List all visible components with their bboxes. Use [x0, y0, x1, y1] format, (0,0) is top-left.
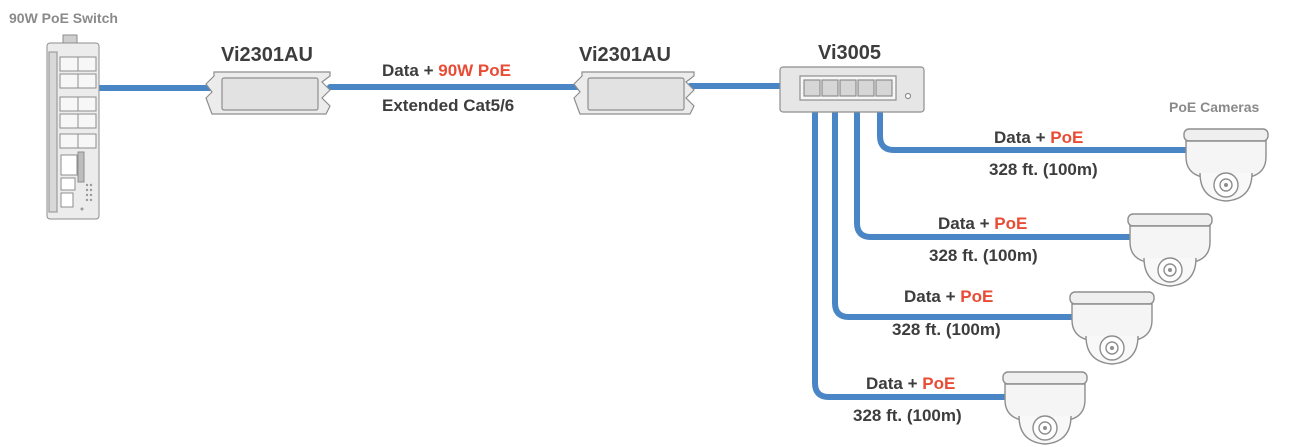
camera-link-highlight: PoE [994, 214, 1028, 233]
camera-link-highlight: PoE [960, 287, 994, 306]
extender-right-label: Vi2301AU [579, 44, 671, 66]
extender-icon [205, 71, 331, 115]
trunk-link-highlight: 90W PoE [438, 61, 511, 80]
dome-camera-icon [1069, 291, 1155, 365]
camera-link-label: Data + PoE [866, 374, 955, 394]
extender-icon [573, 71, 695, 115]
camera-link-highlight: PoE [922, 374, 956, 393]
cable-camera-3 [832, 89, 1075, 320]
cable-camera-1 [877, 89, 1191, 153]
camera-link-prefix: Data + [904, 287, 961, 306]
cameras-label: PoE Cameras [1169, 99, 1260, 115]
camera-link-label: Data + PoE [994, 128, 1083, 148]
camera-link-distance: 328 ft. (100m) [989, 160, 1098, 179]
camera-link-distance: 328 ft. (100m) [892, 320, 1001, 339]
extender-left-label: Vi2301AU [221, 44, 313, 66]
cables [69, 83, 1191, 400]
camera-link-distance: 328 ft. (100m) [853, 406, 962, 425]
dome-camera-icon [1183, 128, 1269, 202]
dome-camera-icon [1127, 213, 1213, 287]
camera-link-prefix: Data + [866, 374, 923, 393]
camera-link-prefix: Data + [938, 214, 995, 233]
hub-label: Vi3005 [818, 42, 882, 64]
trunk-link-prefix: Data + [382, 61, 439, 80]
trunk-link-label: Data + 90W PoE [382, 61, 511, 81]
camera-link-highlight: PoE [1050, 128, 1084, 147]
trunk-link-sub: Extended Cat5/6 [382, 96, 515, 115]
cable-camera-2 [854, 89, 1133, 240]
camera-link-label: Data + PoE [938, 214, 1027, 234]
switch-icon [779, 66, 925, 113]
camera-link-label: Data + PoE [904, 287, 993, 307]
switch-label: 90W PoE Switch [9, 10, 118, 26]
camera-link-prefix: Data + [994, 128, 1051, 147]
dome-camera-icon [1002, 371, 1088, 445]
poe-switch-icon [46, 34, 100, 220]
camera-link-distance: 328 ft. (100m) [929, 246, 1038, 265]
cable-camera-4 [812, 89, 1009, 400]
